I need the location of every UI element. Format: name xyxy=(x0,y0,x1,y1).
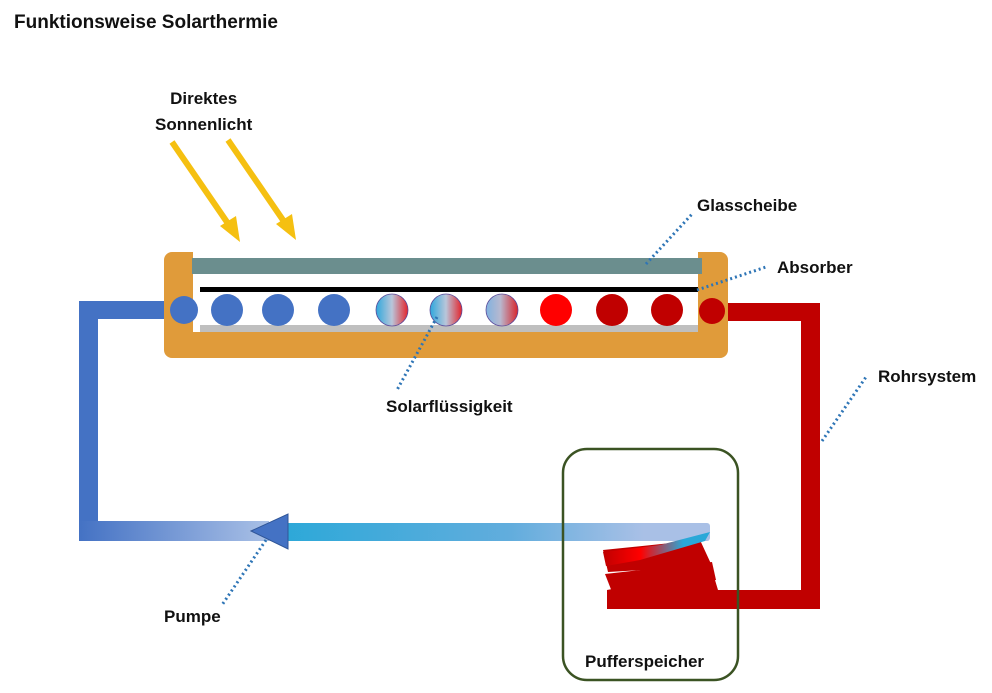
collector-base-plate xyxy=(200,325,698,332)
leader-lines xyxy=(220,211,868,606)
sun-rays xyxy=(169,138,296,242)
sunlight-label-line1: Direktes xyxy=(170,89,238,108)
absorber-plate xyxy=(200,287,698,292)
fluid-particle-hot-bright xyxy=(540,294,572,326)
sunlight-label-line2: Sonnenlicht xyxy=(155,115,253,134)
solar-collector xyxy=(164,252,728,358)
fluid-leader-line xyxy=(395,316,439,391)
fluid-particle-warming xyxy=(485,293,519,327)
sunlight-label: Direktes Sonnenlicht xyxy=(155,86,252,138)
fluid-particles xyxy=(211,293,683,327)
piping-label: Rohrsystem xyxy=(878,367,977,386)
heat-exchanger-coil xyxy=(603,532,718,609)
piping-leader-line xyxy=(820,376,868,442)
fluid-particle-warming xyxy=(429,293,463,327)
fluid-particle-cold xyxy=(262,294,294,326)
fluid-particle-cold xyxy=(211,294,243,326)
glass-pane xyxy=(192,258,702,274)
pump-label: Pumpe xyxy=(164,607,221,626)
sunray-arrow-icon xyxy=(169,140,240,242)
sunray-arrow-icon xyxy=(225,138,296,240)
buffer-tank xyxy=(561,447,740,682)
fluid-particle-hot xyxy=(651,294,683,326)
fluid-particle-cold xyxy=(318,294,350,326)
buffer-tank-label: Pufferspeicher xyxy=(585,652,705,671)
page-title: Funktionsweise Solarthermie xyxy=(14,12,278,33)
fluid-particle-hot xyxy=(596,294,628,326)
absorber-leader-line xyxy=(696,265,767,292)
pump-leader-line xyxy=(220,539,268,606)
absorber-label: Absorber xyxy=(777,258,853,277)
return-pipe xyxy=(268,523,710,541)
collector-frame xyxy=(164,252,728,358)
cold-pipe xyxy=(79,301,269,541)
hot-pipe xyxy=(690,303,820,609)
outlet-connector xyxy=(699,298,725,324)
pump-icon xyxy=(249,513,289,550)
fluid-label: Solarflüssigkeit xyxy=(386,397,513,416)
glass-leader-line xyxy=(644,211,695,266)
glass-label: Glasscheibe xyxy=(697,196,798,215)
inlet-connector xyxy=(170,296,198,324)
fluid-particle-warming xyxy=(375,293,409,327)
